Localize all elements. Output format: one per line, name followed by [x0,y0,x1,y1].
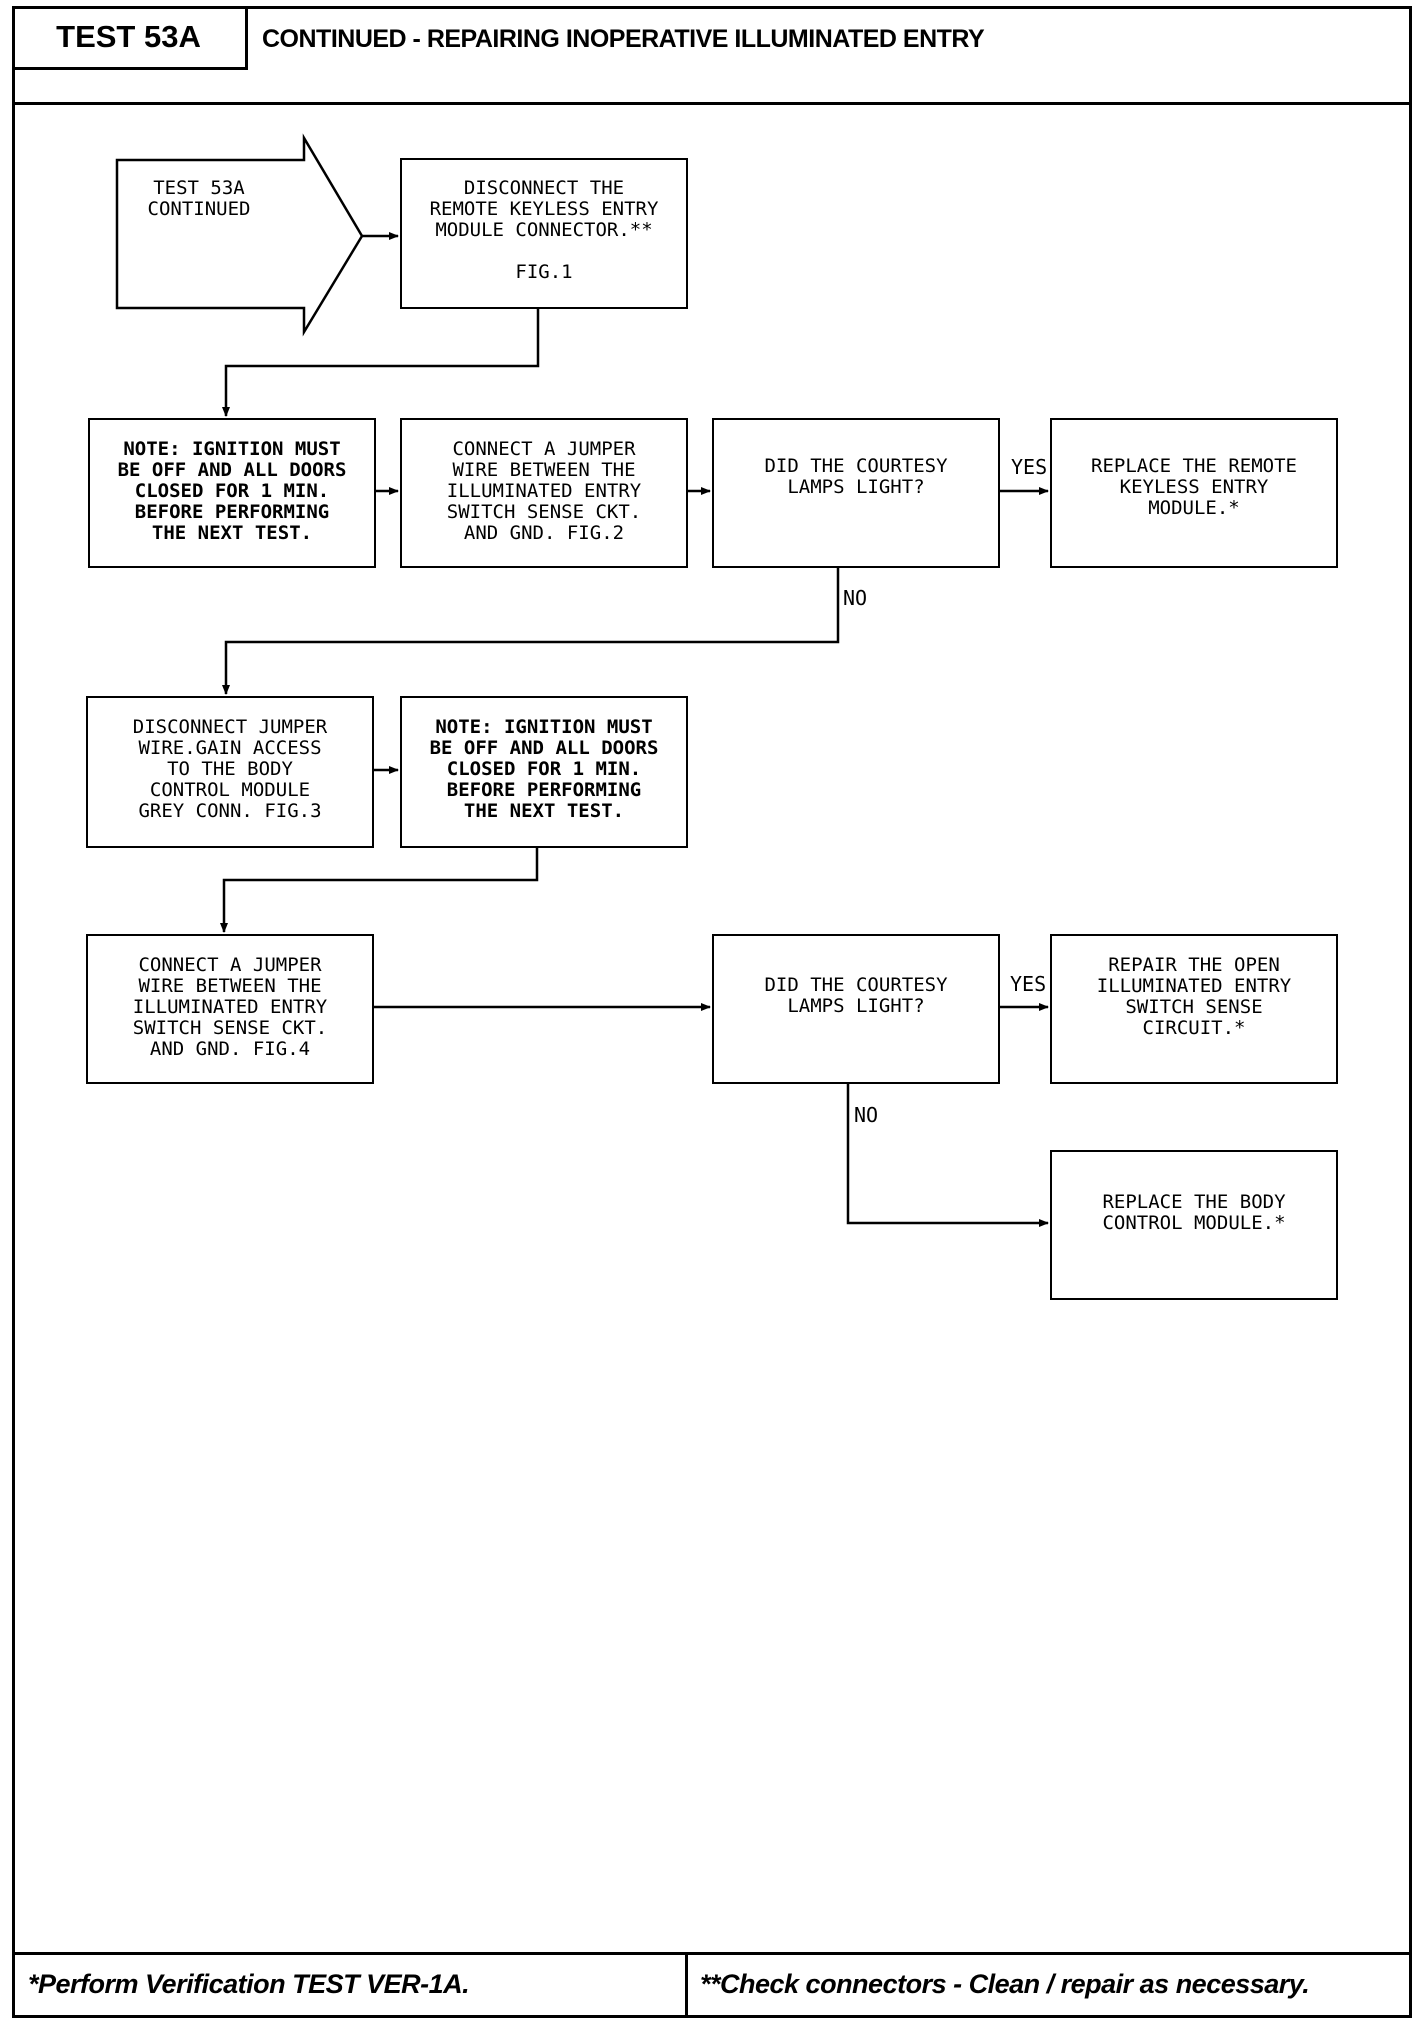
step-disconnect-jumper-fig3: DISCONNECT JUMPER WIRE.GAIN ACCESS TO TH… [86,696,374,848]
footer-separator [685,1952,688,2018]
step-connect-jumper-fig2: CONNECT A JUMPER WIRE BETWEEN THE ILLUMI… [400,418,688,568]
start-arrow-shape [115,133,364,337]
note-ignition-off-1: NOTE: IGNITION MUST BE OFF AND ALL DOORS… [88,418,376,568]
no-label-2: NO [854,1103,879,1127]
decision-courtesy-lamps-1: DID THE COURTESY LAMPS LIGHT? [712,418,1000,568]
step-disconnect-rke-module: DISCONNECT THE REMOTE KEYLESS ENTRY MODU… [400,158,688,309]
page-frame [12,6,1412,2018]
result-repair-open-circuit: REPAIR THE OPEN ILLUMINATED ENTRY SWITCH… [1050,934,1338,1084]
yes-label-2: YES [1010,972,1047,996]
footer-note-verification: *Perform Verification TEST VER-1A. [28,1969,470,1999]
yes-label-1: YES [1011,455,1048,479]
header-divider [12,102,1412,105]
no-label-1: NO [843,586,868,610]
step-connect-jumper-fig4: CONNECT A JUMPER WIRE BETWEEN THE ILLUMI… [86,934,374,1084]
decision-courtesy-lamps-2: DID THE COURTESY LAMPS LIGHT? [712,934,1000,1084]
start-label: TEST 53A CONTINUED [147,177,251,220]
page-title: CONTINUED - REPAIRING INOPERATIVE ILLUMI… [262,25,985,53]
footer-note-connectors: **Check connectors - Clean / repair as n… [700,1969,1310,1999]
footer-divider [12,1952,1412,1955]
result-replace-bcm: REPLACE THE BODY CONTROL MODULE.* [1050,1150,1338,1300]
test-id-label: TEST 53A [12,6,248,70]
note-ignition-off-2: NOTE: IGNITION MUST BE OFF AND ALL DOORS… [400,696,688,848]
result-replace-rke-module: REPLACE THE REMOTE KEYLESS ENTRY MODULE.… [1050,418,1338,568]
